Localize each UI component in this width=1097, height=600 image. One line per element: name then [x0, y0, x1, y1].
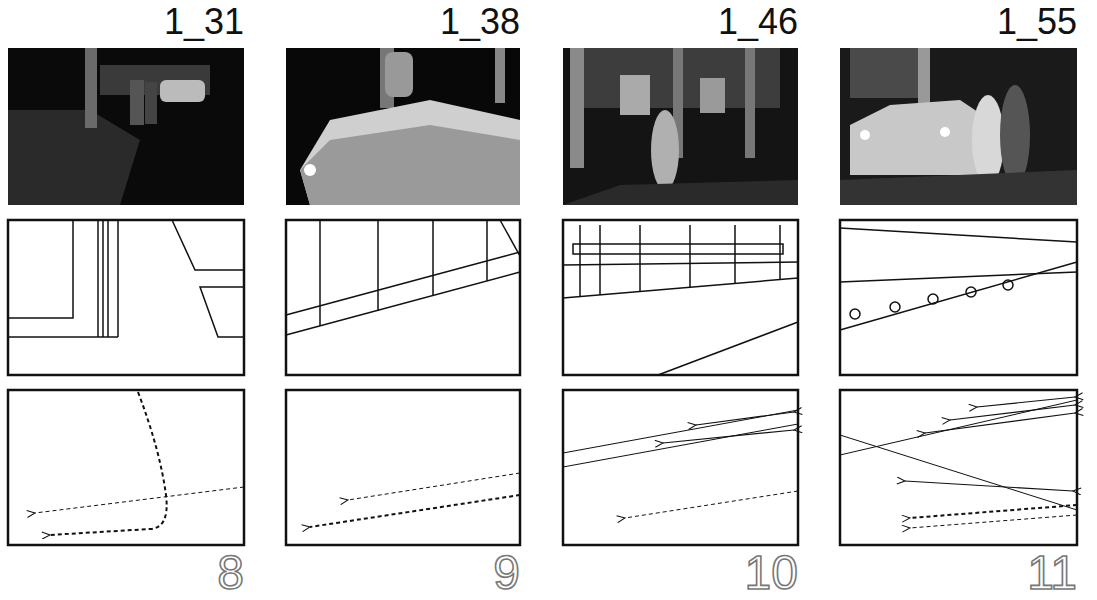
- shot-timecode: 1_55: [997, 4, 1077, 40]
- film-still: [286, 48, 520, 205]
- shot-timecode: 1_38: [440, 4, 520, 40]
- shot-timecode: 1_31: [164, 4, 244, 40]
- film-still: [840, 48, 1077, 205]
- shot-number: 8: [217, 549, 244, 597]
- shot-number: 9: [493, 549, 520, 597]
- shot-timecode: 1_46: [718, 4, 798, 40]
- film-still: [563, 48, 798, 205]
- composition-sketch: [8, 220, 1077, 375]
- shot-number: 10: [745, 549, 798, 597]
- film-still: [8, 48, 244, 205]
- shot-number: 11: [1027, 549, 1077, 597]
- movement-sketch: [8, 390, 1077, 545]
